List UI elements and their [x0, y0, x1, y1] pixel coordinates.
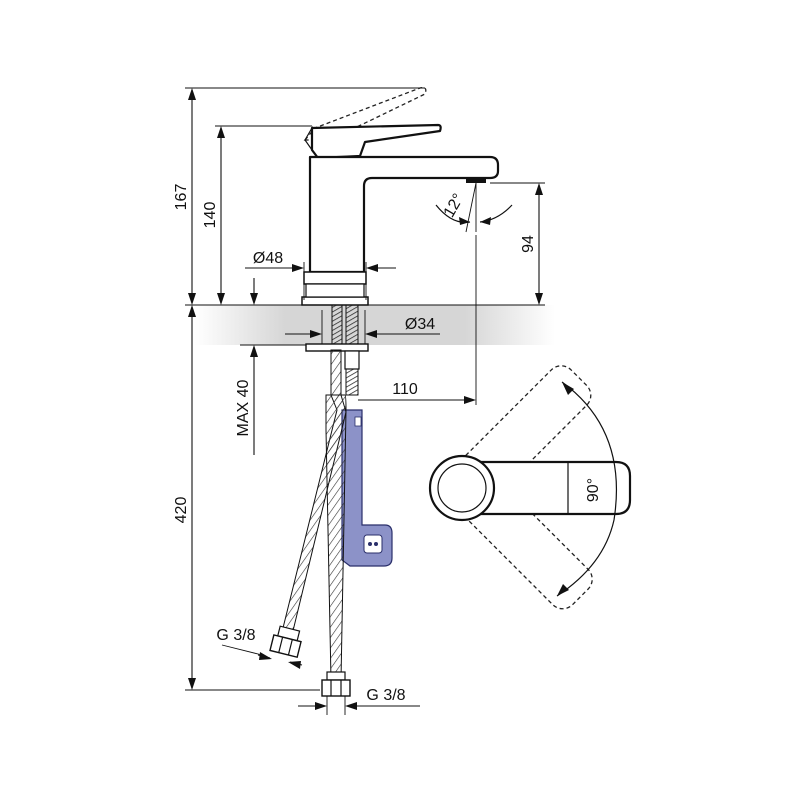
- top-view: 90°: [428, 365, 632, 610]
- mounting-bracket: [341, 409, 393, 567]
- dim-94-label: 94: [520, 235, 537, 253]
- dim-167-label: 167: [173, 184, 190, 211]
- g38-left-label: G 3/8: [216, 627, 255, 644]
- dimension-connection-bottom: G 3/8: [298, 687, 420, 715]
- dimension-max-deck: MAX 40: [235, 278, 306, 455]
- lever-position-b: [447, 464, 593, 610]
- countertop: [185, 304, 555, 345]
- mounting-rods: [305, 304, 369, 396]
- dimension-spout-height: 94: [490, 182, 545, 305]
- dim-12deg-label: 12°: [441, 191, 468, 220]
- dimension-spout-angle: 12°: [435, 182, 513, 233]
- dim-110-label: 110: [392, 381, 418, 398]
- dimension-body-height: 140: [202, 125, 312, 305]
- dim-420-label: 420: [173, 497, 190, 524]
- dimension-hole-diameter: Ø34: [285, 310, 440, 344]
- lever-position-a: [446, 365, 592, 511]
- dim-d34-label: Ø34: [405, 316, 435, 333]
- faucet-body: [301, 86, 500, 306]
- g38-bottom-label: G 3/8: [366, 687, 405, 704]
- dimension-spout-reach: 110: [358, 235, 477, 405]
- dim-140-label: 140: [202, 202, 219, 229]
- dim-90deg-label: 90°: [585, 478, 602, 502]
- flexible-hoses: [269, 349, 351, 697]
- dim-d48-label: Ø48: [253, 250, 283, 267]
- dimension-connection-left: G 3/8: [216, 627, 303, 669]
- dimension-base-diameter: Ø48: [245, 250, 396, 300]
- dimension-total-height: 167: [173, 87, 425, 305]
- dimension-hose-length: 420: [173, 305, 320, 691]
- dim-max40-label: MAX 40: [235, 379, 252, 436]
